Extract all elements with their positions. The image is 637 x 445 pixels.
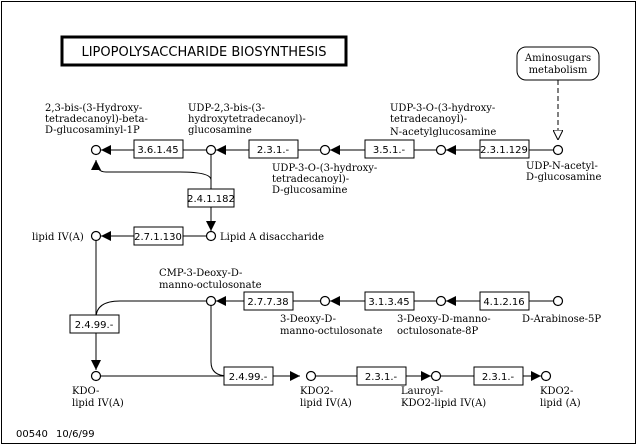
compound-label-c5[interactable]: UDP-N-acetyl- D-glucosamine [526,161,601,183]
svg-text:UDP-3-O-(3-hydroxy-: UDP-3-O-(3-hydroxy- [272,163,377,174]
svg-text:KDO2-lipid IV(A): KDO2-lipid IV(A) [401,398,486,409]
svg-text:D-glucosamine: D-glucosamine [272,185,347,196]
enzyme-e13[interactable]: 2.3.1.- [473,366,524,386]
enzyme-label: 2.3.1.- [482,372,515,383]
enzyme-e6[interactable]: 2.7.1.130 [133,226,184,246]
compound-label-c13[interactable]: KDO2- lipid IV(A) [300,386,352,409]
svg-text:D-Arabinose-5P: D-Arabinose-5P [522,314,601,325]
svg-text:N-acetylglucosamine: N-acetylglucosamine [390,127,496,138]
map-title: LIPOPOLYSACCHARIDE BIOSYNTHESIS [81,45,326,60]
enzyme-label: 2.7.1.130 [134,232,182,243]
compound-node-c4[interactable] [435,144,447,156]
compound-node-c11[interactable] [552,295,564,307]
compound-node-c3[interactable] [319,144,331,156]
enzyme-label: 2.7.7.38 [247,297,288,308]
svg-text:UDP-2,3-bis-(3-: UDP-2,3-bis-(3- [188,103,265,114]
enzyme-label: 3.5.1.- [373,145,406,156]
enzyme-e4[interactable]: 2.3.1.129 [479,139,530,159]
enzyme-label: 2.4.99.- [229,372,268,383]
svg-text:lipid IV(A): lipid IV(A) [300,398,352,409]
compound-label-c8[interactable]: CMP-3-Deoxy-D- manno-octulosonate [159,268,262,291]
enzyme-label: 2.4.1.182 [187,194,235,205]
svg-text:manno-octulosonate: manno-octulosonate [280,326,383,337]
compound-node-c14[interactable] [430,370,442,382]
enzyme-e5[interactable]: 2.4.1.182 [187,188,235,208]
compound-label-c4[interactable]: UDP-3-O-(3-hydroxy- tetradecanoyl)- N-ac… [390,103,496,138]
compound-node-c15[interactable] [540,370,552,382]
svg-text:tetradecanoyl)-beta-: tetradecanoyl)-beta- [45,114,148,125]
svg-text:2,3-bis-(3-Hydroxy-: 2,3-bis-(3-Hydroxy- [45,103,142,114]
compound-label-c7[interactable]: Lipid A disaccharide [220,232,324,243]
svg-text:hydroxytetradecanoyl)-: hydroxytetradecanoyl)- [188,114,306,125]
compound-node-c7[interactable] [205,230,217,242]
enzyme-e12[interactable]: 2.3.1.- [356,366,407,386]
enzyme-label: 2.3.1.- [257,145,290,156]
enzyme-e11[interactable]: 2.4.99.- [223,366,274,386]
compound-label-c2[interactable]: UDP-2,3-bis-(3- hydroxytetradecanoyl)- g… [188,103,306,136]
compound-label-c6[interactable]: lipid IV(A) [32,232,84,243]
enzyme-e9[interactable]: 4.1.2.16 [479,291,530,311]
compound-node-c5[interactable] [552,144,564,156]
compound-label-c15[interactable]: KDO2- lipid (A) [540,386,581,409]
svg-text:3-Deoxy-D-manno-: 3-Deoxy-D-manno- [397,314,491,325]
svg-text:octulosonate-8P: octulosonate-8P [397,326,479,337]
enzyme-label: 4.1.2.16 [483,297,524,308]
enzyme-e2[interactable]: 2.3.1.- [248,139,299,159]
compound-label-c3[interactable]: UDP-3-O-(3-hydroxy- tetradecanoyl)- D-gl… [272,163,377,196]
svg-text:glucosamine: glucosamine [188,125,252,136]
compound-node-c9[interactable] [319,295,331,307]
compound-node-c8[interactable] [205,295,217,307]
compound-node-c2[interactable] [205,144,217,156]
enzyme-e8[interactable]: 3.1.3.45 [364,291,415,311]
svg-text:UDP-N-acetyl-: UDP-N-acetyl- [526,161,598,172]
enzyme-label: 3.1.3.45 [368,297,409,308]
compound-label-c12[interactable]: KDO- lipid IV(A) [72,386,124,409]
compound-node-c1[interactable] [90,144,102,156]
map-link-line-1: Aminosugars [524,53,591,64]
enzyme-e10[interactable]: 2.4.99.- [69,314,120,334]
title-box: LIPOPOLYSACCHARIDE BIOSYNTHESIS [60,35,348,67]
svg-text:UDP-3-O-(3-hydroxy-: UDP-3-O-(3-hydroxy- [390,103,495,114]
enzyme-e1[interactable]: 3.6.1.45 [133,139,184,159]
svg-text:lipid (A): lipid (A) [540,398,581,409]
svg-text:lipid IV(A): lipid IV(A) [72,398,124,409]
enzyme-label: 2.3.1.129 [480,145,528,156]
svg-text:3-Deoxy-D-: 3-Deoxy-D- [280,314,336,325]
svg-text:CMP-3-Deoxy-D-: CMP-3-Deoxy-D- [159,268,242,279]
svg-text:Lauroyl-: Lauroyl- [401,386,443,397]
svg-text:tetradecanoyl)-: tetradecanoyl)- [272,174,349,185]
map-link-line-2: metabolism [529,65,588,76]
svg-text:KDO-: KDO- [72,386,99,397]
compound-node-c12[interactable] [90,370,102,382]
map-link-aminosugars[interactable]: Aminosugars metabolism [516,46,600,81]
svg-text:D-glucosaminyl-1P: D-glucosaminyl-1P [45,125,140,136]
compound-node-c6[interactable] [90,230,102,242]
compound-label-c11[interactable]: D-Arabinose-5P [522,314,601,325]
svg-text:Lipid A disaccharide: Lipid A disaccharide [220,232,324,243]
enzyme-e3[interactable]: 3.5.1.- [364,139,415,159]
svg-text:lipid IV(A): lipid IV(A) [32,232,84,243]
svg-text:tetradecanoyl)-: tetradecanoyl)- [390,114,467,125]
svg-text:D-glucosamine: D-glucosamine [526,172,601,183]
compound-label-c14[interactable]: Lauroyl- KDO2-lipid IV(A) [401,386,486,409]
svg-text:KDO2-: KDO2- [300,386,333,397]
enzyme-label: 2.4.99.- [75,320,114,331]
enzyme-e7[interactable]: 2.7.7.38 [243,291,294,311]
compound-node-c13[interactable] [305,370,317,382]
compound-node-c10[interactable] [435,295,447,307]
footer-date: 10/6/99 [56,429,95,440]
enzyme-label: 2.3.1.- [365,372,398,383]
compound-label-c10[interactable]: 3-Deoxy-D-manno- octulosonate-8P [397,314,491,337]
footer-map-id: 00540 [16,429,48,440]
svg-text:manno-octulosonate: manno-octulosonate [159,280,262,291]
enzyme-label: 3.6.1.45 [137,145,178,156]
compound-label-c9[interactable]: 3-Deoxy-D- manno-octulosonate [280,314,383,337]
svg-text:KDO2-: KDO2- [540,386,573,397]
compound-nodes [90,144,564,382]
compound-label-c1[interactable]: 2,3-bis-(3-Hydroxy- tetradecanoyl)-beta-… [45,103,148,136]
